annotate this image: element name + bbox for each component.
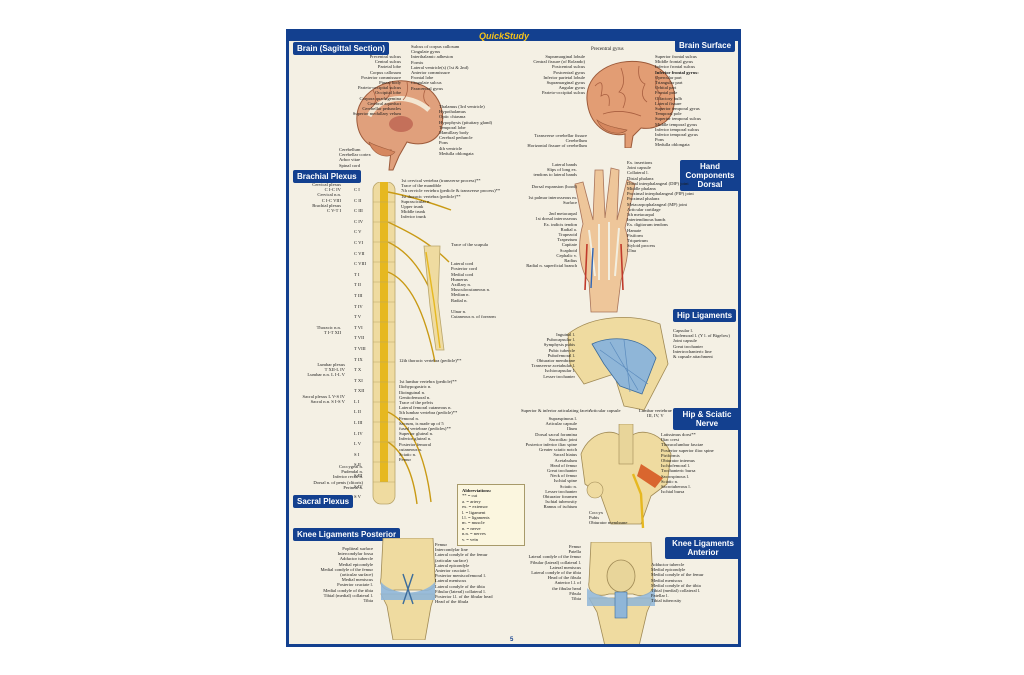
brain-sagittal-header: Brain (Sagittal Section) — [293, 42, 390, 55]
sacral-left-labels: Coccygeal n.Pudendal n.Inferior rectal n… — [313, 464, 363, 490]
hand-illustration — [574, 167, 636, 313]
hip-sciatic-top-labels-2: Articular capsule — [589, 408, 621, 413]
hip-ligaments-right-labels: Capsular l.Iliofemoral l. (Y l. of Bigel… — [673, 328, 730, 360]
arm-bone-illustration — [423, 245, 445, 351]
knee-anterior-illustration — [587, 542, 655, 644]
brand-logo: QuickStudy — [479, 31, 530, 41]
hip-sciatic-top-labels: Superior & inferior articulating facets — [521, 408, 591, 413]
top-bar — [289, 32, 738, 41]
sacral-plexus-header: Sacral Plexus — [293, 495, 354, 508]
brain-surface-header: Brain Surface — [675, 39, 736, 52]
anatomy-chart-page: QuickStudy Brain (Sagittal Section) Prec… — [286, 29, 741, 647]
spinal-cord-illustration — [372, 182, 452, 505]
hip-ligaments-header: Hip Ligaments — [673, 309, 737, 322]
brachial-plexus-header: Brachial Plexus — [293, 170, 361, 183]
knee-posterior-header: Knee Ligaments Posterior — [293, 528, 401, 541]
spine-right-labels: 12th thoracic vertebra (pedicle)**1st lu… — [399, 358, 462, 463]
brachial-plexus-right-labels: 1st cervical vertebra (transverse proces… — [401, 178, 501, 220]
brain-sagittal-illustration — [356, 80, 444, 171]
precentral-gyrus-label: Precentral gyrus — [591, 47, 624, 52]
hip-ligaments-illustration — [567, 317, 669, 411]
knee-posterior-illustration — [380, 538, 436, 640]
thoracic-labels: Thoracic n.n.T I-T XII — [316, 325, 341, 336]
brain-surface-illustration — [586, 60, 675, 148]
pelvis-illustration — [580, 424, 672, 529]
page-number: 5 — [510, 637, 514, 643]
hip-ligaments-left-labels: Inguinal l.Pubocapsular l.Symphysis pubi… — [531, 332, 575, 379]
